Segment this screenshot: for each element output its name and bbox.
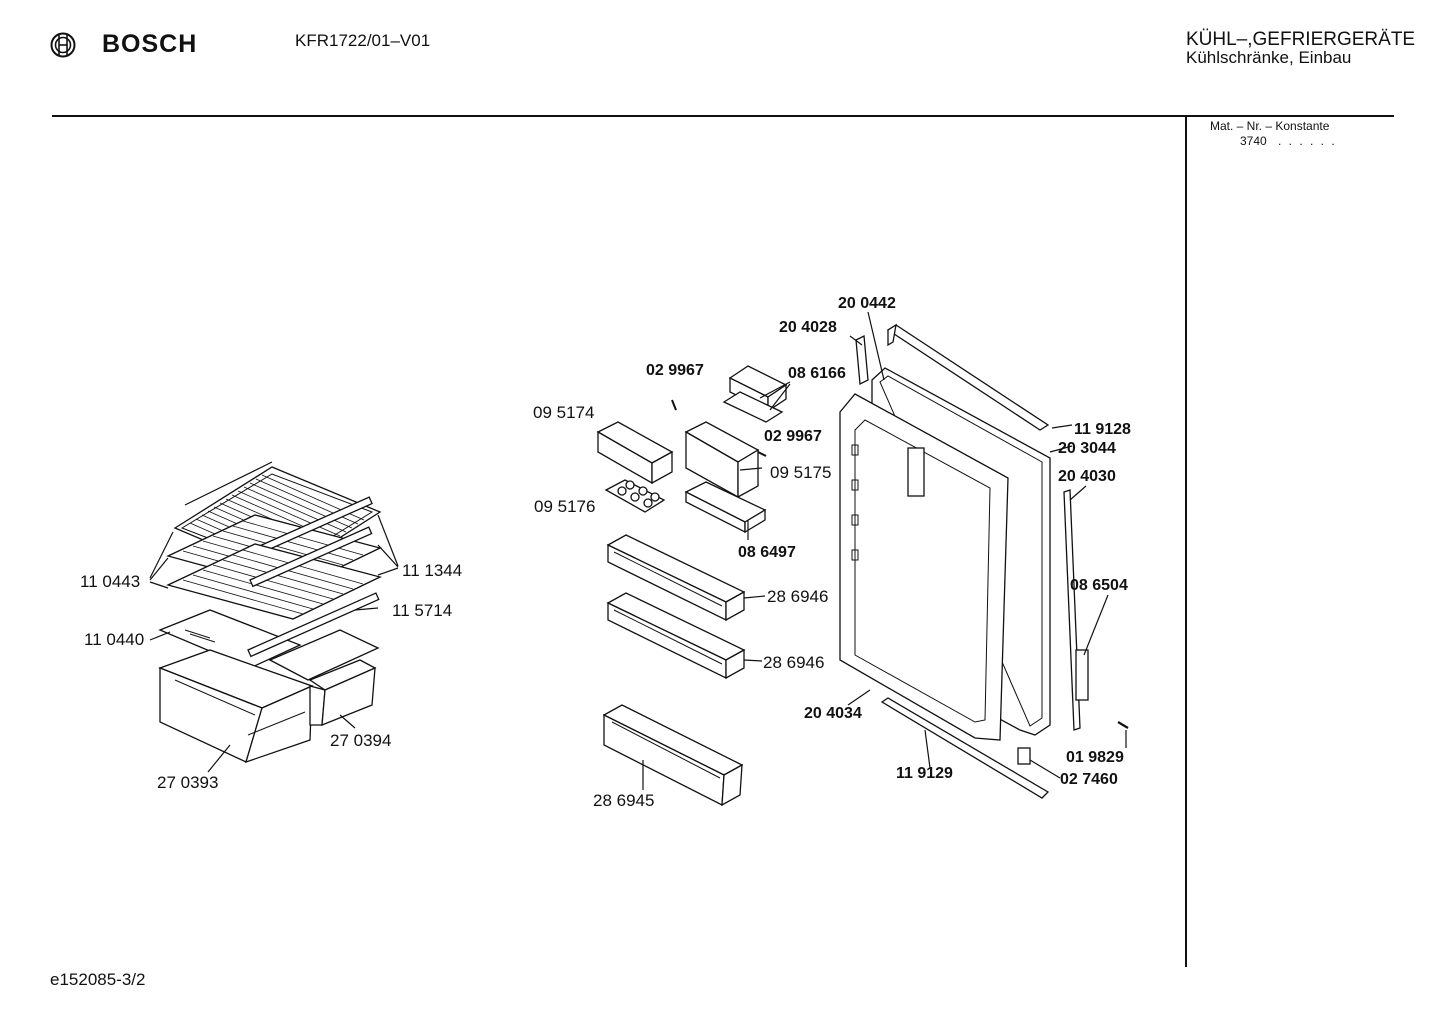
- label-119129: 11 9129: [896, 765, 953, 782]
- label-204034: 20 4034: [804, 705, 862, 722]
- door-assembly: [839, 323, 1129, 799]
- crisper-frame: [268, 629, 380, 681]
- part-086504: [1075, 649, 1089, 701]
- side-divider: [1185, 117, 1187, 967]
- glass-plate: [158, 592, 380, 669]
- header-divider: [52, 115, 1394, 117]
- part-labels: 20 0442 20 4028 02 9967 08 6166 09 5174 …: [80, 295, 1131, 810]
- right-leaders: [847, 311, 1127, 779]
- part-286946-a: [606, 534, 746, 622]
- label-286946-a: 28 6946: [767, 587, 828, 606]
- label-110440: 11 0440: [84, 630, 144, 649]
- label-086166: 08 6166: [788, 365, 846, 382]
- label-110443: 11 0443: [80, 572, 140, 591]
- part-086497: [684, 481, 767, 534]
- part-095175: [684, 421, 760, 499]
- label-203044: 20 3044: [1058, 440, 1116, 457]
- left-leaders: [149, 514, 399, 773]
- label-270393: 27 0393: [157, 773, 218, 792]
- crisper-drawer-small: [308, 659, 377, 726]
- part-286946-b: [606, 592, 746, 680]
- part-086166: [722, 365, 788, 423]
- label-200442: 20 0442: [838, 295, 896, 312]
- page-reference: e152085-3/2: [50, 970, 146, 989]
- shelf-assembly: [158, 461, 382, 764]
- label-115714: 11 5714: [392, 601, 452, 620]
- part-286945: [602, 704, 744, 807]
- middle-leaders: [642, 381, 791, 790]
- shelf-middle-2: [166, 526, 382, 620]
- part-119128: [886, 323, 1050, 431]
- door-compartments: [596, 365, 788, 807]
- label-286945: 28 6945: [593, 791, 654, 810]
- label-111344: 11 1344: [402, 561, 462, 580]
- part-119129: [880, 697, 1050, 799]
- label-270394: 27 0394: [330, 731, 391, 750]
- mat-nr-value: 3740: [1240, 134, 1267, 148]
- label-095174: 09 5174: [533, 403, 594, 422]
- brand-logo: BOSCH: [50, 30, 197, 59]
- label-029967-b: 02 9967: [764, 428, 822, 445]
- label-029967-a: 02 9967: [646, 362, 704, 379]
- model-number: KFR1722/01–V01: [295, 31, 431, 50]
- label-286946-b: 28 6946: [763, 653, 824, 672]
- category-title: KÜHL–,GEFRIERGERÄTE: [1186, 29, 1416, 50]
- label-095175: 09 5175: [770, 463, 831, 482]
- label-086497: 08 6497: [738, 544, 796, 561]
- crisper-drawer-large: [158, 649, 314, 764]
- part-019829: [1117, 721, 1129, 729]
- label-119128: 11 9128: [1074, 421, 1131, 438]
- label-019829: 01 9829: [1066, 749, 1124, 766]
- screw-icon: [671, 399, 767, 457]
- part-204028: [855, 334, 869, 386]
- label-095176: 09 5176: [534, 497, 595, 516]
- label-086504: 08 6504: [1070, 577, 1128, 594]
- label-204030: 20 4030: [1058, 468, 1116, 485]
- part-095174: [596, 421, 674, 485]
- bosch-armature-icon: [50, 32, 76, 57]
- part-095176: [604, 479, 666, 513]
- brand-name: BOSCH: [102, 30, 198, 58]
- part-027460: [1017, 747, 1031, 765]
- label-027460: 02 7460: [1060, 771, 1118, 788]
- mat-nr-label: Mat. – Nr. – Konstante: [1210, 119, 1330, 133]
- mat-nr-dots: . . . . . .: [1278, 134, 1337, 148]
- category-subtitle: Kühlschränke, Einbau: [1186, 48, 1352, 67]
- part-204034: [839, 393, 1009, 741]
- label-204028: 20 4028: [779, 319, 837, 336]
